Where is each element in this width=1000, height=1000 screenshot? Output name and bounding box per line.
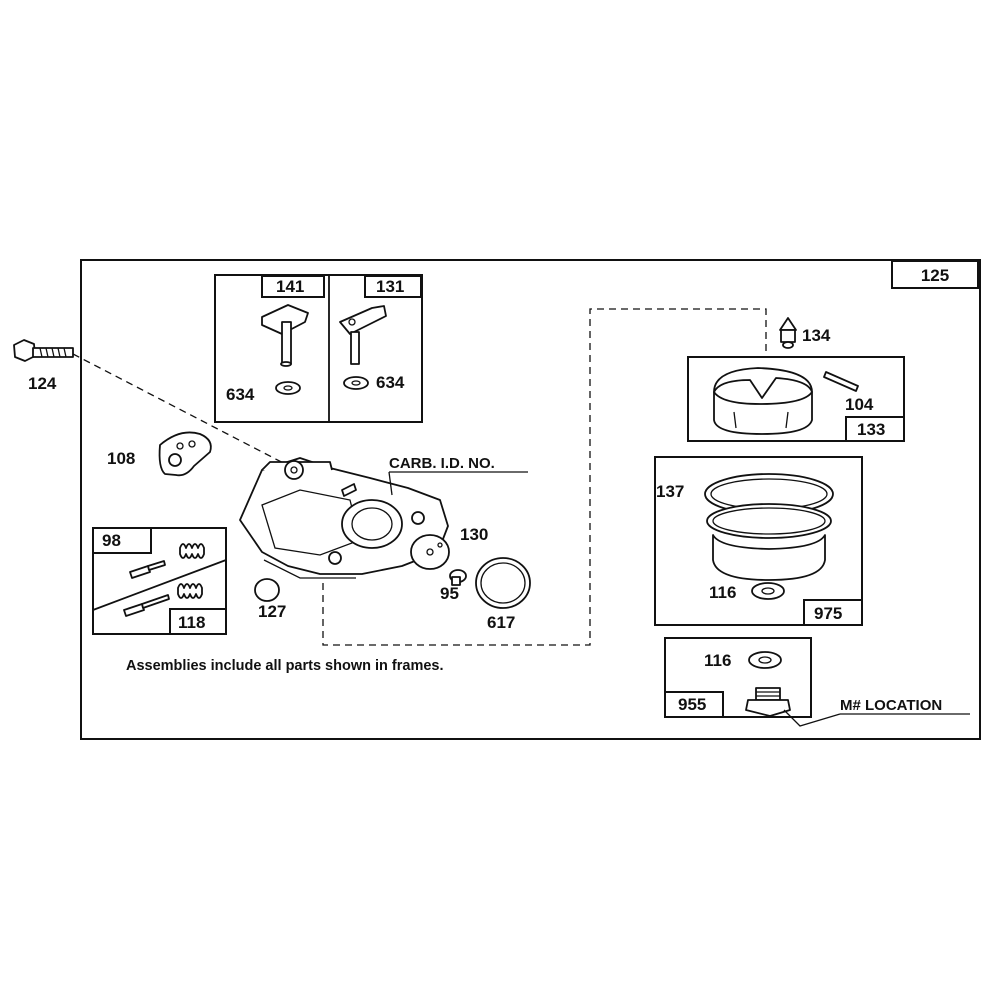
part-carburetor-body (239, 457, 449, 579)
callout-137: 137 (656, 482, 684, 501)
callout-116-b: 116 (704, 651, 731, 670)
part-131-shaft (339, 305, 387, 365)
part-634-washer-b (343, 376, 369, 390)
callout-131: 131 (376, 277, 404, 296)
callout-141: 141 (276, 277, 304, 296)
callout-634-a: 634 (226, 385, 255, 404)
part-141-shaft (261, 304, 309, 367)
frame-975 (654, 456, 863, 626)
part-118-spring-screw (123, 583, 203, 617)
callout-98: 98 (102, 531, 121, 550)
frame-98-118 (92, 527, 227, 635)
part-130-gasket (410, 534, 450, 570)
part-634-washer-a (275, 381, 301, 395)
part-127-disc (254, 578, 280, 602)
label-box-131 (364, 275, 422, 298)
part-617-oring (475, 557, 531, 609)
frame-98-118-divider (92, 559, 227, 611)
label-box-118 (169, 608, 227, 635)
footnote: Assemblies include all parts shown in fr… (126, 658, 444, 674)
assembly-label: 125 (921, 266, 949, 285)
callout-116-a: 116 (709, 583, 736, 602)
callout-127: 127 (258, 602, 286, 621)
part-bowl (704, 473, 834, 581)
assembly-label-box (891, 260, 979, 289)
callout-134: 134 (802, 326, 831, 345)
carb-id-leader (388, 471, 393, 496)
callout-118: 118 (178, 613, 205, 632)
frame-133 (687, 356, 905, 442)
callout-975: 975 (814, 604, 842, 623)
frame-955 (664, 637, 812, 718)
label-box-141 (261, 275, 325, 298)
callout-104: 104 (845, 395, 874, 414)
callout-124: 124 (28, 374, 57, 393)
outer-frame (80, 259, 981, 740)
callout-108: 108 (107, 449, 135, 468)
part-116-washer-a (751, 582, 785, 600)
callout-130: 130 (460, 525, 488, 544)
label-box-975 (803, 599, 863, 626)
callout-955: 955 (678, 695, 706, 714)
leader-124 (72, 353, 294, 469)
callout-634-b: 634 (376, 373, 405, 392)
part-116-washer-b (748, 651, 782, 669)
part-124-screw (13, 339, 74, 362)
part-95-screw (449, 569, 467, 586)
label-box-133 (845, 416, 905, 442)
model-location-label: M# LOCATION (840, 697, 942, 714)
label-box-98 (92, 527, 152, 554)
callout-95: 95 (440, 584, 459, 603)
callout-617: 617 (487, 613, 515, 632)
label-box-955 (664, 691, 724, 718)
part-108-plate (158, 431, 212, 477)
callout-133: 133 (857, 420, 885, 439)
leader-carb-to-bowl (322, 308, 767, 646)
part-98-spring-screw (129, 543, 205, 579)
part-104-pin (823, 371, 859, 392)
carb-id-label: CARB. I.D. NO. (389, 455, 495, 472)
part-955-bolt (745, 687, 791, 717)
part-float (713, 367, 813, 435)
model-location-leader (783, 709, 841, 727)
part-134-needle (779, 317, 797, 349)
